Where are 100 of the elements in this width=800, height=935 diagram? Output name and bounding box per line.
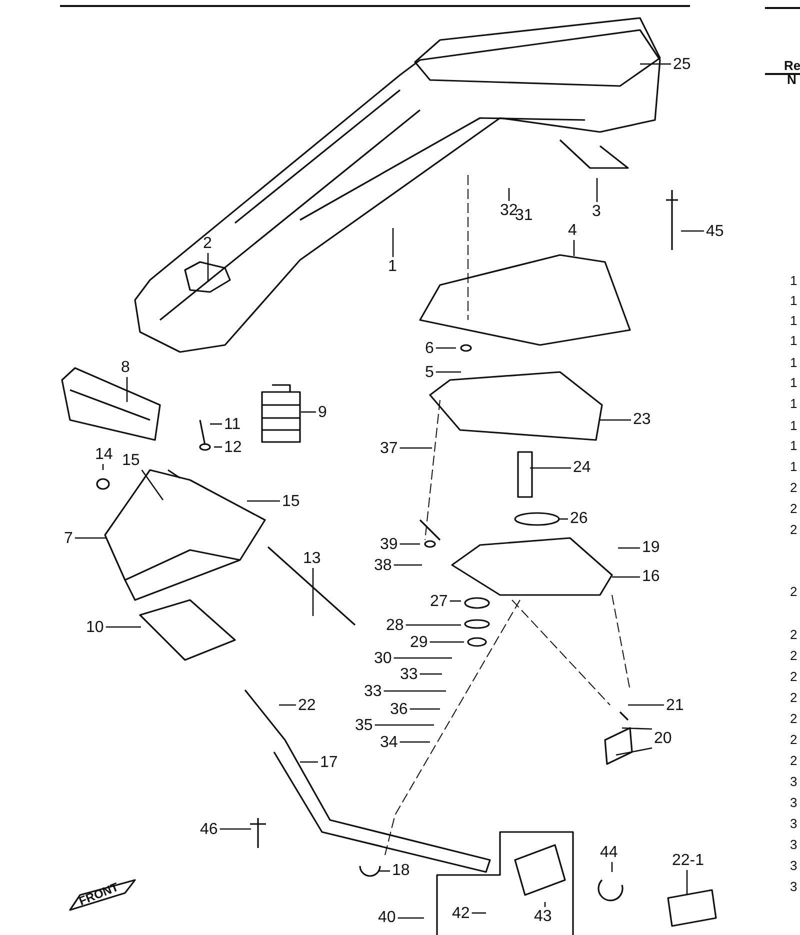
leader-line <box>472 912 486 914</box>
leader-line <box>141 470 164 500</box>
table-cell-text: 1 <box>790 313 798 329</box>
leader-line <box>450 600 461 602</box>
callout-number: 23 <box>633 411 651 428</box>
callout-number: 22-1 <box>672 852 704 869</box>
table-header-text: Re <box>784 58 800 74</box>
table-cell-text: 2 <box>790 669 798 685</box>
callout-number: 20 <box>654 730 672 747</box>
leader-line <box>384 690 446 692</box>
leader-line <box>207 253 209 282</box>
callout-number: 46 <box>200 821 218 838</box>
callout-number: 2 <box>203 235 212 252</box>
callout-number: 39 <box>380 536 398 553</box>
callout-number: 36 <box>390 701 408 718</box>
leader-line <box>247 500 280 502</box>
leader-line <box>430 641 464 643</box>
leader-line <box>220 828 251 830</box>
leader-line <box>618 547 640 549</box>
leader-line <box>616 747 652 756</box>
leader-line <box>392 228 394 257</box>
callout-number: 11 <box>224 416 241 433</box>
leader-line <box>530 467 571 469</box>
table-cell-text: 3 <box>790 858 798 874</box>
callout-number: 21 <box>666 697 684 714</box>
leader-line <box>600 419 631 421</box>
callout-number: 6 <box>425 340 434 357</box>
table-cell-text: 1 <box>790 418 798 434</box>
callout-number: 12 <box>224 439 242 456</box>
callout-number: 40 <box>378 909 396 926</box>
callout-number: 43 <box>534 908 552 925</box>
callout-number: 7 <box>64 530 73 547</box>
callout-number: 37 <box>380 440 398 457</box>
callout-number: 22 <box>298 697 316 714</box>
table-cell-text: 2 <box>790 480 798 496</box>
callout-number: 1 <box>388 258 397 275</box>
callout-number: 31 <box>515 208 533 224</box>
callout-number: 38 <box>374 557 392 574</box>
callout-number: 15 <box>282 493 300 510</box>
leader-line <box>400 741 430 743</box>
table-cell-text: 2 <box>790 690 798 706</box>
callout-number: 17 <box>320 754 338 771</box>
table-cell-text: 2 <box>790 648 798 664</box>
table-cell-text: 2 <box>790 711 798 727</box>
leader-line <box>102 464 104 470</box>
callout-number: 9 <box>318 404 327 421</box>
leader-line <box>622 727 652 730</box>
callout-number: 15 <box>122 452 140 469</box>
table-cell-text: 1 <box>790 375 798 391</box>
leader-line <box>406 624 461 626</box>
leader-line <box>400 543 420 545</box>
table-cell-text: 2 <box>790 753 798 769</box>
leader-line <box>214 446 222 448</box>
leader-line <box>611 862 613 872</box>
callout-number: 45 <box>706 223 724 240</box>
leader-line <box>300 761 318 763</box>
table-cell-text: 2 <box>790 522 798 538</box>
leader-line <box>400 447 432 449</box>
callout-number: 16 <box>642 568 660 585</box>
callout-number: 24 <box>573 459 591 476</box>
leader-line <box>301 411 316 413</box>
leader-line <box>508 188 510 201</box>
leader-line <box>628 704 664 706</box>
callout-number: 18 <box>392 862 410 879</box>
callout-number: 26 <box>570 510 588 527</box>
leader-line <box>398 917 424 919</box>
leader-line <box>312 568 314 616</box>
callout-number: 5 <box>425 364 434 381</box>
leader-line <box>558 518 568 520</box>
table-cell-text: 2 <box>790 627 798 643</box>
callout-number: 30 <box>374 650 392 667</box>
leader-line <box>126 377 128 402</box>
leader-line <box>573 240 575 256</box>
leader-line <box>394 564 422 566</box>
table-cell-text: 3 <box>790 837 798 853</box>
table-cell-text: 1 <box>790 293 798 309</box>
callout-number: 14 <box>95 446 113 463</box>
table-header-text: N <box>787 72 796 88</box>
callout-number: 34 <box>380 734 398 751</box>
table-cell-text: 1 <box>790 333 798 349</box>
leader-line <box>378 870 390 872</box>
leader-line <box>681 230 704 232</box>
leader-line <box>686 870 688 895</box>
table-cell-text: 1 <box>790 355 798 371</box>
callout-number: 13 <box>303 550 321 567</box>
leader-line <box>436 347 456 349</box>
callout-number: 35 <box>355 717 373 734</box>
callout-number: 28 <box>386 617 404 634</box>
leader-line <box>279 704 296 706</box>
callout-number: 27 <box>430 593 448 610</box>
callout-number: 19 <box>642 539 660 556</box>
table-cell-text: 3 <box>790 774 798 790</box>
leader-line <box>420 673 442 675</box>
leader-line <box>74 537 106 539</box>
table-cell-text: 2 <box>790 732 798 748</box>
callout-number: 8 <box>121 359 130 376</box>
callout-number: 42 <box>452 905 470 922</box>
leader-line <box>436 371 461 373</box>
callout-number: 44 <box>600 844 618 861</box>
leader-line <box>374 724 434 726</box>
